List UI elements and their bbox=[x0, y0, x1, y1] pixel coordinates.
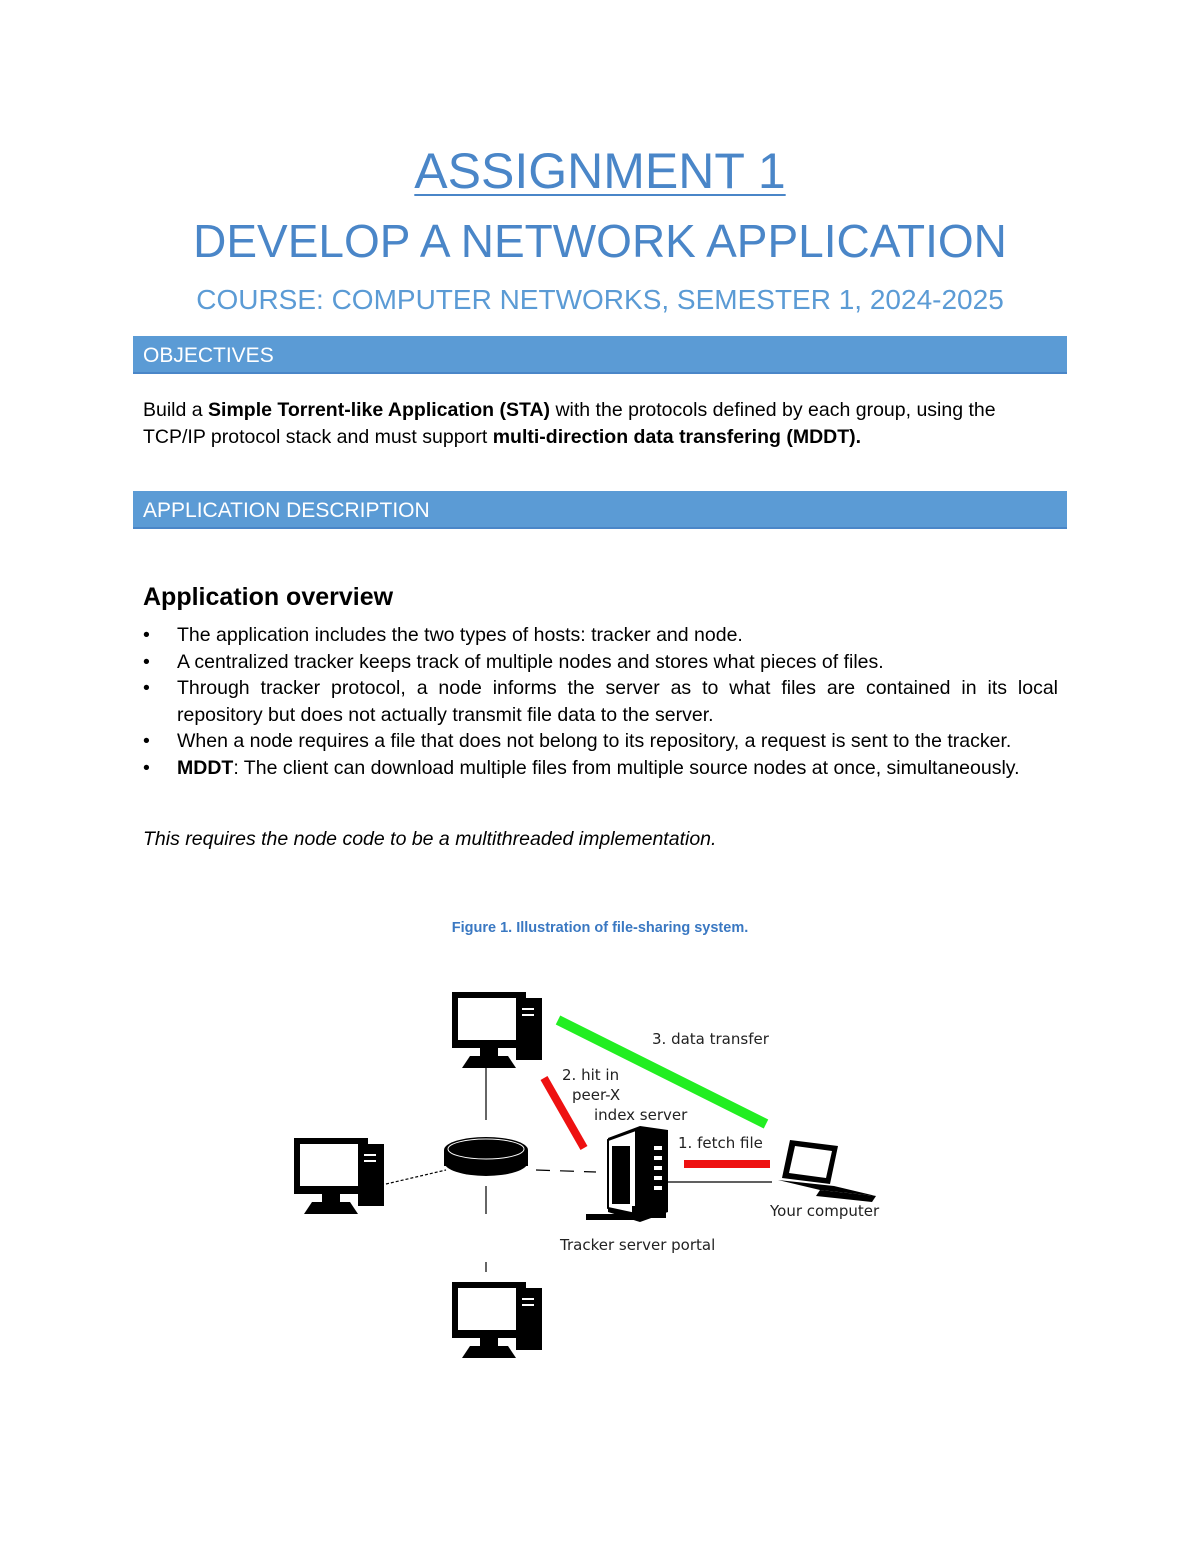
list-item: • MDDT: The client can download multiple … bbox=[143, 755, 1058, 782]
bullet-icon: • bbox=[143, 650, 150, 673]
list-item-text: The application includes the two types o… bbox=[177, 624, 743, 646]
bullet-icon: • bbox=[143, 756, 150, 779]
assignment-title: ASSIGNMENT 1 bbox=[414, 143, 786, 199]
list-item: • The application includes the two types … bbox=[143, 622, 1058, 649]
list-item-text: A centralized tracker keeps track of mul… bbox=[177, 650, 884, 673]
link-hub-to-server bbox=[535, 1169, 597, 1173]
list-item-text: Through tracker protocol, a node informs… bbox=[177, 677, 1058, 726]
objective-mddt-bold: multi-direction data transfering (MDDT). bbox=[492, 426, 862, 448]
label-hit-in: 2. hit in bbox=[562, 1066, 619, 1084]
label-tracker-server-portal: Tracker server portal bbox=[559, 1236, 715, 1254]
course-line: COURSE: COMPUTER NETWORKS, SEMESTER 1, 2… bbox=[196, 284, 1004, 315]
objective-text-2: with the protocols defined by each group… bbox=[143, 399, 996, 448]
list-item: • Through tracker protocol, a node inform… bbox=[143, 675, 1058, 728]
list-item: • When a node requires a file that does n… bbox=[143, 728, 1058, 755]
objectives-paragraph: Build a Simple Torrent-like Application … bbox=[143, 397, 1058, 451]
section-header-application-description: APPLICATION DESCRIPTION bbox=[133, 491, 1067, 529]
objective-sta-bold: Simple Torrent-like Application (STA) bbox=[208, 399, 551, 421]
objective-text-1: Build a bbox=[143, 399, 209, 421]
peer-computer-bottom-icon bbox=[452, 1282, 542, 1358]
label-peer-x: peer-X bbox=[572, 1086, 620, 1104]
label-fetch-file: 1. fetch file bbox=[678, 1134, 763, 1152]
figure-caption: Figure 1. Illustration of file-sharing s… bbox=[451, 920, 749, 936]
list-item: • A centralized tracker keeps track of mu… bbox=[143, 649, 1058, 676]
label-your-computer: Your computer bbox=[769, 1202, 880, 1220]
peer-computer-top-icon bbox=[452, 992, 542, 1068]
list-item-text: : The client can download multiple files… bbox=[233, 756, 1020, 779]
section-header-objectives: OBJECTIVES bbox=[133, 336, 1067, 374]
bullet-icon: • bbox=[143, 677, 150, 699]
hit-in-peer-link bbox=[540, 1076, 588, 1150]
overview-heading: Application overview bbox=[143, 583, 394, 611]
laptop-icon bbox=[778, 1140, 876, 1202]
bullet-icon: • bbox=[143, 624, 150, 646]
assignment-subtitle: DEVELOP A NETWORK APPLICATION bbox=[193, 215, 1007, 267]
server-tower-icon bbox=[586, 1126, 668, 1222]
list-item-text: When a node requires a file that does no… bbox=[177, 730, 1012, 752]
data-transfer-link bbox=[555, 1015, 769, 1129]
peer-computer-left-icon bbox=[294, 1138, 384, 1214]
mddt-bold-label: MDDT bbox=[177, 756, 234, 779]
label-index-server: index server bbox=[594, 1106, 688, 1124]
router-icon bbox=[444, 1137, 528, 1176]
overview-bullet-list: • The application includes the two types … bbox=[143, 622, 1058, 781]
label-data-transfer: 3. data transfer bbox=[652, 1030, 770, 1048]
bullet-icon: • bbox=[143, 730, 150, 752]
multithread-note: This requires the node code to be a mult… bbox=[143, 828, 717, 850]
link-left-to-hub bbox=[385, 1169, 447, 1185]
